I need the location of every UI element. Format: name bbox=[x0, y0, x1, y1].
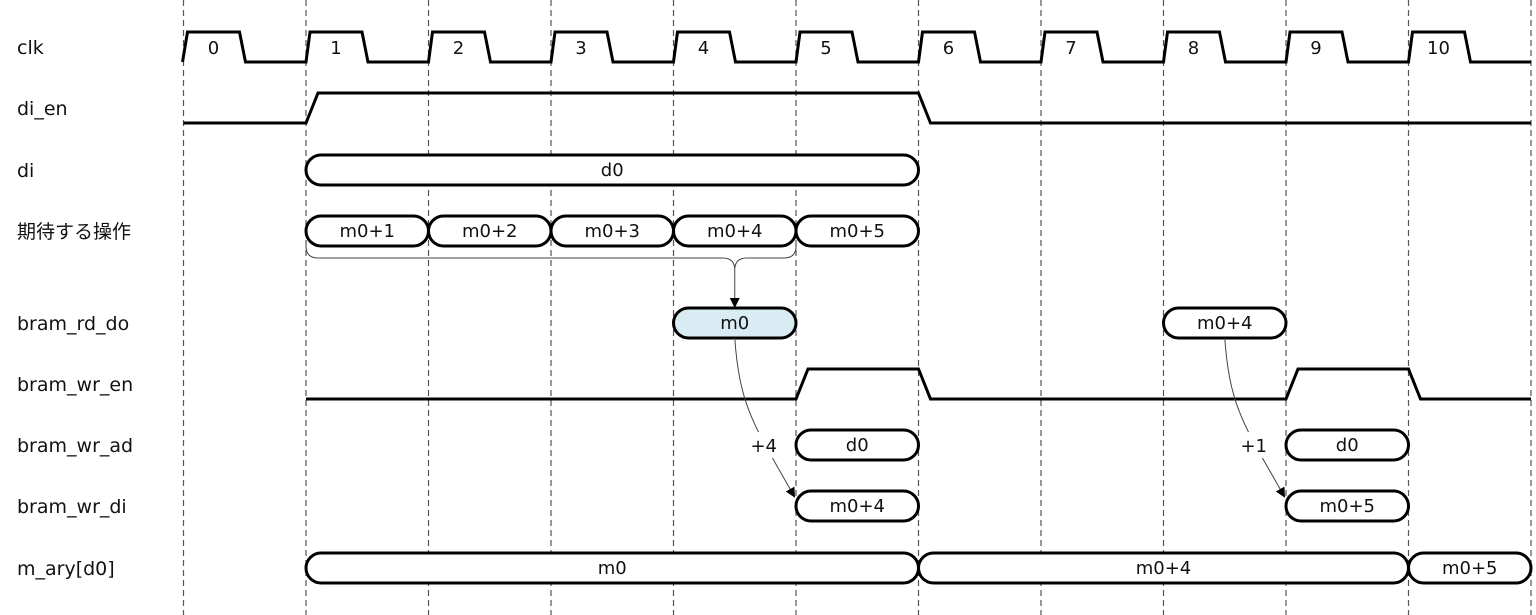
clock-wave bbox=[181, 30, 1531, 64]
arrow-label: +4 bbox=[750, 436, 777, 457]
bus-segment bbox=[917, 551, 1410, 585]
signal-label: clk bbox=[17, 37, 44, 59]
arrow-label: +1 bbox=[1240, 436, 1267, 457]
bus-segment-label: m0+4 bbox=[1197, 313, 1253, 334]
bus-segment bbox=[1284, 428, 1410, 462]
signal-label: di bbox=[17, 160, 34, 182]
bus-segment-label: m0 bbox=[598, 558, 627, 579]
arrow-label-bg bbox=[748, 432, 779, 458]
cycle-number: 2 bbox=[453, 38, 464, 59]
bus-segment bbox=[304, 214, 430, 248]
cycle-number: 6 bbox=[943, 38, 954, 59]
signal-label: bram_wr_di bbox=[17, 496, 127, 518]
signal-bram-wr-en bbox=[306, 367, 1531, 401]
annotations: +4 +1 bbox=[305, 245, 1285, 498]
bus-segment bbox=[304, 551, 920, 585]
signal-bram-wr-ad: d0 d0 bbox=[794, 428, 1410, 462]
cycle-number: 10 bbox=[1427, 38, 1450, 59]
bus-segment bbox=[794, 489, 920, 523]
bus-segment bbox=[794, 428, 920, 462]
signal--: m0+1 m0+2 m0+3 m0+4 m0+5 bbox=[304, 214, 920, 248]
bus-segment-label: m0+5 bbox=[829, 221, 885, 242]
arrow-label-bg bbox=[1238, 432, 1269, 458]
cycle-number: 5 bbox=[820, 38, 831, 59]
bus-segment bbox=[1162, 306, 1288, 340]
bus-segment-label: m0+1 bbox=[339, 221, 395, 242]
bit-wave bbox=[306, 367, 1531, 401]
bus-segment bbox=[672, 306, 798, 340]
signal-di: d0 bbox=[304, 153, 920, 187]
bus-segment-label: m0+4 bbox=[1136, 558, 1192, 579]
bus-segment bbox=[549, 214, 675, 248]
signal-label: 期待する操作 bbox=[17, 221, 131, 243]
bus-segment bbox=[427, 214, 553, 248]
signal-di-en bbox=[183, 91, 1531, 125]
signal-bram-wr-di: m0+4 m0+5 bbox=[794, 489, 1410, 523]
brace-arrow bbox=[305, 245, 797, 306]
cycle-number: 0 bbox=[208, 38, 219, 59]
bus-segment-label: m0+3 bbox=[584, 221, 640, 242]
cycle-number: 8 bbox=[1188, 38, 1199, 59]
signal-m-ary-d0-: m0 m0+4 m0+5 bbox=[304, 551, 1533, 585]
signal-bram-rd-do: m0 m0+4 bbox=[672, 306, 1288, 340]
signal-label: m_ary[d0] bbox=[17, 558, 115, 580]
bus-segment-label: m0+4 bbox=[707, 221, 763, 242]
cycle-number: 1 bbox=[330, 38, 341, 59]
bit-wave bbox=[183, 91, 1531, 125]
signal-label: bram_rd_do bbox=[17, 313, 129, 335]
bus-segment bbox=[1407, 551, 1533, 585]
bus-segment-label: d0 bbox=[846, 435, 869, 456]
bus-segment bbox=[304, 153, 920, 187]
bus-segment bbox=[1284, 489, 1410, 523]
bus-segment-label: m0+2 bbox=[462, 221, 518, 242]
bus-segment-label: d0 bbox=[601, 160, 624, 181]
cycle-number: 9 bbox=[1310, 38, 1321, 59]
bus-segment-label: m0+4 bbox=[829, 496, 885, 517]
bus-segment bbox=[794, 214, 920, 248]
bus-segment-label: m0+5 bbox=[1319, 496, 1375, 517]
bus-segment bbox=[672, 214, 798, 248]
cycle-number: 7 bbox=[1065, 38, 1076, 59]
cycle-number: 3 bbox=[575, 38, 586, 59]
bus-segment-label: d0 bbox=[1336, 435, 1359, 456]
signal-clk: 0 1 2 3 4 5 6 7 8 9 10 bbox=[181, 30, 1531, 64]
signal-label: bram_wr_en bbox=[17, 374, 133, 396]
signal-label: bram_wr_ad bbox=[17, 435, 133, 457]
bus-segment-label: m0 bbox=[720, 313, 749, 334]
cycle-number: 4 bbox=[698, 38, 709, 59]
bus-segment-label: m0+5 bbox=[1442, 558, 1498, 579]
increment-arrow bbox=[1224, 337, 1285, 498]
increment-arrow bbox=[734, 337, 795, 498]
signal-label: di_en bbox=[17, 98, 68, 120]
